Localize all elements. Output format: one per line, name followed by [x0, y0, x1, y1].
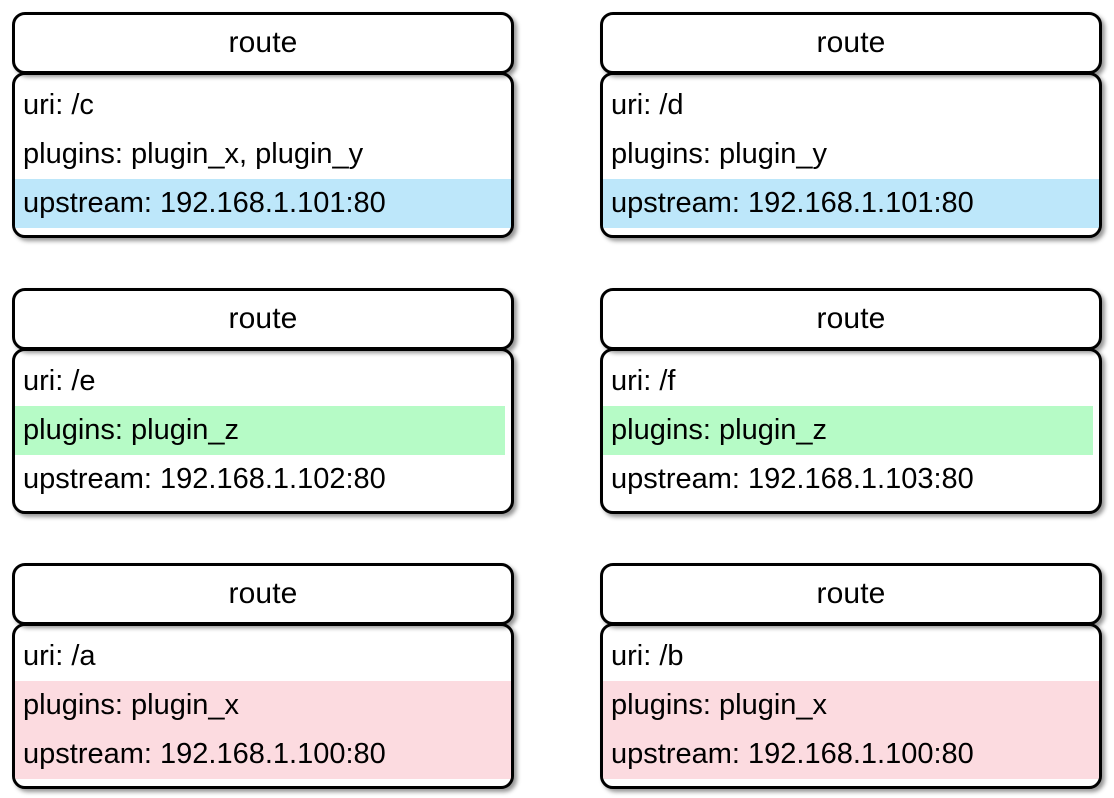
route-card-header: route — [600, 288, 1102, 350]
route-card-header: route — [12, 288, 514, 350]
route-card-body: uri: /b plugins: plugin_x upstream: 192.… — [600, 623, 1102, 789]
attribute-uri: uri: /d — [611, 89, 684, 121]
attribute-upstream: upstream: 192.168.1.100:80 — [23, 738, 386, 770]
attribute-upstream: upstream: 192.168.1.101:80 — [603, 179, 1099, 228]
attribute-upstream: upstream: 192.168.1.102:80 — [23, 463, 386, 495]
route-card[interactable]: route uri: /a plugins: plugin_x upstream… — [12, 563, 514, 789]
entity-type-label: route — [228, 26, 298, 59]
entity-type-label: route — [816, 577, 886, 610]
route-card-body: uri: /d plugins: plugin_y upstream: 192.… — [600, 72, 1102, 238]
route-card-body: uri: /f plugins: plugin_z upstream: 192.… — [600, 348, 1102, 514]
entity-type-label: route — [228, 577, 298, 610]
route-card-header: route — [12, 12, 514, 74]
route-card-header: route — [600, 12, 1102, 74]
attribute-uri: uri: /c — [23, 89, 94, 121]
route-card[interactable]: route uri: /e plugins: plugin_z upstream… — [12, 288, 514, 514]
attribute-plugins: plugins: plugin_x — [23, 689, 240, 721]
entity-type-label: route — [228, 302, 298, 335]
entity-type-label: route — [816, 302, 886, 335]
route-card-body: uri: /c plugins: plugin_x, plugin_y upst… — [12, 72, 514, 238]
highlight-group-plugins-upstream: plugins: plugin_x upstream: 192.168.1.10… — [15, 681, 511, 779]
attribute-uri: uri: /e — [23, 365, 96, 397]
route-card[interactable]: route uri: /c plugins: plugin_x, plugin_… — [12, 12, 514, 238]
route-card-header: route — [12, 563, 514, 625]
attribute-plugins: plugins: plugin_y — [611, 138, 828, 170]
route-card[interactable]: route uri: /d plugins: plugin_y upstream… — [600, 12, 1102, 238]
attribute-upstream: upstream: 192.168.1.103:80 — [611, 463, 974, 495]
attribute-plugins: plugins: plugin_z — [15, 406, 505, 455]
attribute-uri: uri: /a — [23, 640, 96, 672]
attribute-plugins: plugins: plugin_z — [603, 406, 1093, 455]
route-card-body: uri: /e plugins: plugin_z upstream: 192.… — [12, 348, 514, 514]
attribute-uri: uri: /b — [611, 640, 684, 672]
attribute-upstream: upstream: 192.168.1.100:80 — [611, 738, 974, 770]
route-card-body: uri: /a plugins: plugin_x upstream: 192.… — [12, 623, 514, 789]
attribute-plugins: plugins: plugin_x — [611, 689, 828, 721]
route-card-header: route — [600, 563, 1102, 625]
route-card[interactable]: route uri: /f plugins: plugin_z upstream… — [600, 288, 1102, 514]
highlight-group-plugins-upstream: plugins: plugin_x upstream: 192.168.1.10… — [603, 681, 1099, 779]
entity-type-label: route — [816, 26, 886, 59]
route-card[interactable]: route uri: /b plugins: plugin_x upstream… — [600, 563, 1102, 789]
attribute-plugins: plugins: plugin_x, plugin_y — [23, 138, 364, 170]
attribute-uri: uri: /f — [611, 365, 676, 397]
attribute-upstream: upstream: 192.168.1.101:80 — [15, 179, 511, 228]
